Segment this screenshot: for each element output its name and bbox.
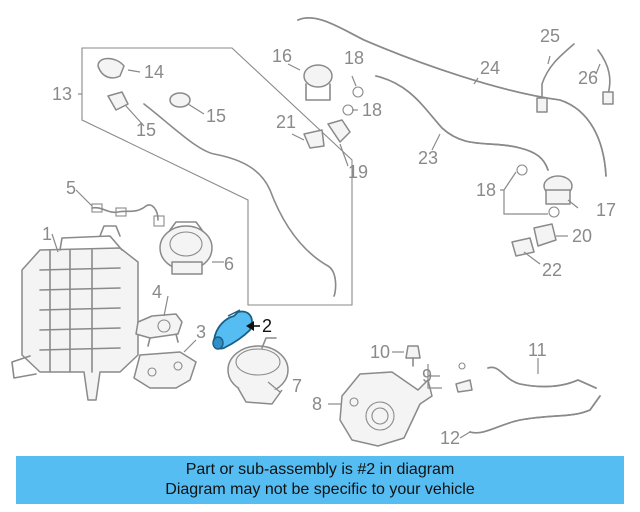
callout-24: 24 [480,58,500,78]
part-23-pipe[interactable] [375,75,549,171]
part-10-clip[interactable] [405,345,421,367]
callout-18-mid: 18 [362,100,382,120]
callout-8: 8 [312,394,322,414]
callout-3: 3 [196,322,206,342]
part-25-sensor[interactable] [536,43,575,113]
callout-6: 6 [224,254,234,274]
callout-17: 17 [596,200,616,220]
callout-19: 19 [348,162,368,182]
callout-2: 2 [262,316,272,336]
callout-labels: 1 2 3 4 5 6 7 8 9 10 11 12 13 14 15 15 1… [42,26,616,448]
callout-20: 20 [572,226,592,246]
callout-5: 5 [66,178,76,198]
part-8-mount-bracket[interactable] [339,371,433,447]
panel-hose [143,103,337,297]
callout-18-top: 18 [344,48,364,68]
callout-25: 25 [540,26,560,46]
part-24-pipe[interactable] [297,17,607,177]
part-1-canister[interactable] [11,225,139,401]
callout-12: 12 [440,428,460,448]
part-11-hose[interactable] [487,366,597,389]
callout-23: 23 [418,148,438,168]
leader-2-arrow [246,321,260,331]
callout-1: 1 [42,224,52,244]
part-17-sensor[interactable] [543,175,573,205]
part-19-bracket[interactable] [327,119,351,143]
part-20-bracket[interactable] [533,223,557,247]
part-12-hose[interactable] [469,395,601,434]
callout-22: 22 [542,260,562,280]
part-info-banner: Part or sub-assembly is #2 in diagram Di… [16,456,624,504]
callout-13: 13 [52,84,72,104]
banner-line-1: Part or sub-assembly is #2 in diagram [185,461,455,478]
callout-4: 4 [152,282,162,302]
part-16-valve[interactable] [303,64,333,101]
part-9-grommet[interactable] [455,362,473,393]
callout-18-right: 18 [476,180,496,200]
parts-diagram: 1 2 3 4 5 6 7 8 9 10 11 12 13 14 15 15 1… [11,17,616,448]
part-15-connector-left[interactable] [107,91,129,111]
callout-15-right: 15 [206,106,226,126]
sub-assembly-panel [81,47,353,306]
callout-15-left: 15 [136,120,156,140]
callout-11: 11 [528,340,547,360]
callout-26: 26 [578,68,598,88]
part-5-harness[interactable] [91,203,165,227]
leader-lines [51,55,601,439]
part-22-bracket[interactable] [511,237,535,257]
part-15-connector-right[interactable] [169,92,191,108]
part-3-bracket[interactable] [133,351,197,389]
callout-7: 7 [292,376,302,396]
callout-14: 14 [144,62,164,82]
callout-10: 10 [370,342,390,362]
part-2-elbow-hose[interactable] [212,309,253,350]
part-6-purge-valve[interactable] [159,221,213,275]
callout-21: 21 [276,112,296,132]
part-14-hose[interactable] [97,57,125,79]
callout-9: 9 [422,366,432,386]
part-4-valve[interactable] [135,313,183,347]
callout-16: 16 [272,46,292,66]
part-26-sensor[interactable] [597,49,614,105]
part-7-air-pump[interactable] [227,337,289,405]
banner-line-2: Diagram may not be specific to your vehi… [165,481,475,498]
part-21-bracket[interactable] [303,129,325,149]
